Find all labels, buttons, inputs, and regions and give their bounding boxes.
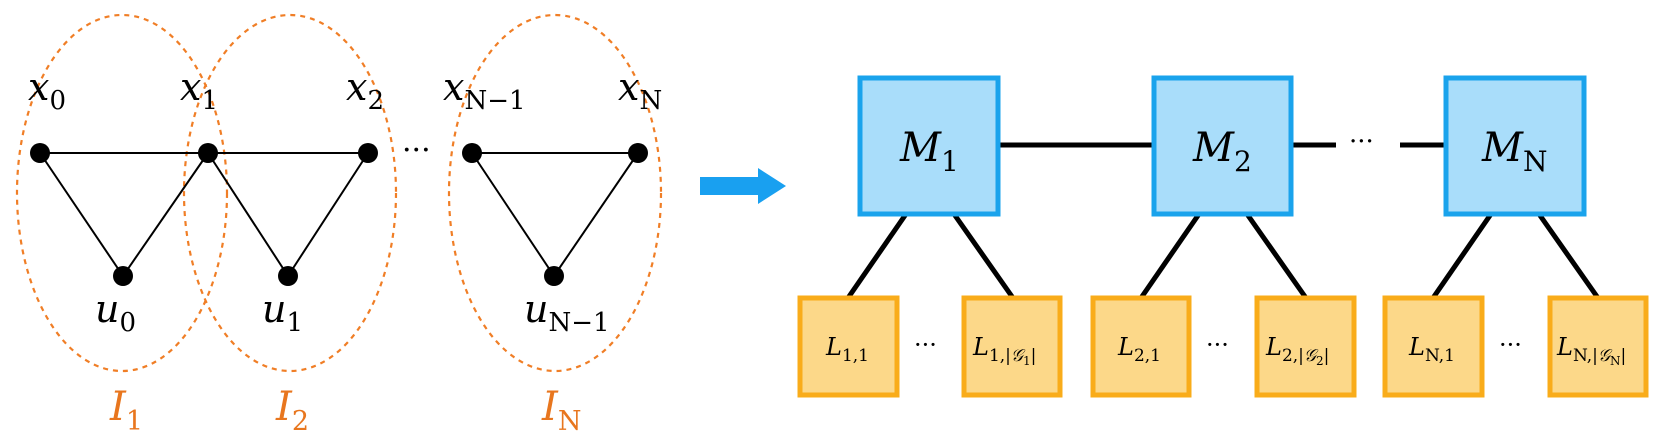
group-ellipse-1 — [15, 13, 229, 373]
label-xn1: xN−1 — [443, 65, 526, 116]
tree-m-ellipsis: ··· — [1349, 127, 1374, 157]
label-x2: x2 — [346, 65, 384, 116]
m-node-2-label: M2 — [1192, 125, 1252, 178]
l-ellipsis-n: ··· — [1499, 331, 1522, 359]
l-node-1-1-label: L1,1 — [825, 333, 869, 366]
edge-xn1-un1 — [471, 152, 555, 277]
edge-m1-l1g — [951, 212, 1016, 300]
l-node-n-g — [1547, 295, 1649, 398]
l-node-2-g-label: L2,|𝒢2| — [1265, 333, 1329, 368]
edge-mn-ln1 — [1430, 212, 1494, 300]
node-u0 — [113, 266, 133, 286]
edge-m1-l11 — [845, 212, 909, 300]
edge-x1-u1 — [207, 152, 289, 277]
m-node-1 — [857, 75, 1001, 217]
label-x0: x0 — [28, 65, 66, 116]
l-node-1-1 — [797, 295, 900, 398]
edge-m2-l2g — [1244, 212, 1309, 300]
l-node-n-1 — [1382, 295, 1485, 398]
edge-mn-lng — [1536, 212, 1601, 300]
label-un1: uN−1 — [524, 287, 610, 338]
l-node-n-g-label: LN,|𝒢N| — [1556, 333, 1626, 368]
label-u1: u1 — [262, 287, 303, 338]
node-u1 — [278, 266, 298, 286]
right-tree: ··· M1 M2 MN L1,1 L1,|𝒢1 — [797, 75, 1649, 398]
l-ellipsis-2: ··· — [1206, 331, 1229, 359]
node-xn1 — [462, 143, 482, 163]
left-graph: x0 x1 x2 xN−1 xN ··· u0 u1 uN−1 I1 — [15, 13, 663, 437]
l-node-1-g — [961, 295, 1063, 398]
l-node-2-g — [1254, 295, 1357, 398]
node-xn — [628, 143, 648, 163]
group-ellipse-n — [447, 13, 663, 373]
l-node-2-1-label: L2,1 — [1117, 333, 1161, 366]
l-ellipsis-1: ··· — [914, 331, 937, 359]
m-node-1-label: M1 — [899, 125, 959, 178]
label-x1: x1 — [180, 65, 218, 116]
label-u0: u0 — [95, 287, 136, 338]
transform-arrow — [700, 168, 786, 204]
label-group-i1: I1 — [109, 384, 143, 437]
m-node-n — [1443, 75, 1587, 217]
m-node-2 — [1151, 75, 1294, 217]
label-group-i2: I2 — [275, 384, 309, 437]
label-group-in: IN — [541, 384, 581, 437]
group-ellipse-2 — [182, 13, 398, 373]
node-x1 — [198, 143, 218, 163]
l-node-1-g-label: L1,|𝒢1| — [972, 333, 1036, 368]
m-node-n-label: MN — [1481, 125, 1547, 178]
edge-un1-xn — [553, 152, 639, 277]
label-xn: xN — [618, 65, 662, 116]
node-un1 — [544, 266, 564, 286]
edge-u1-x2 — [287, 152, 369, 277]
edge-x0-u0 — [39, 152, 124, 277]
graph-ellipsis: ··· — [402, 133, 431, 168]
node-x2 — [358, 143, 378, 163]
edge-m2-l21 — [1138, 212, 1202, 300]
edge-u0-x1 — [122, 152, 209, 277]
l-node-2-1 — [1090, 295, 1192, 398]
node-x0 — [30, 143, 50, 163]
l-node-n-1-label: LN,1 — [1408, 333, 1455, 366]
